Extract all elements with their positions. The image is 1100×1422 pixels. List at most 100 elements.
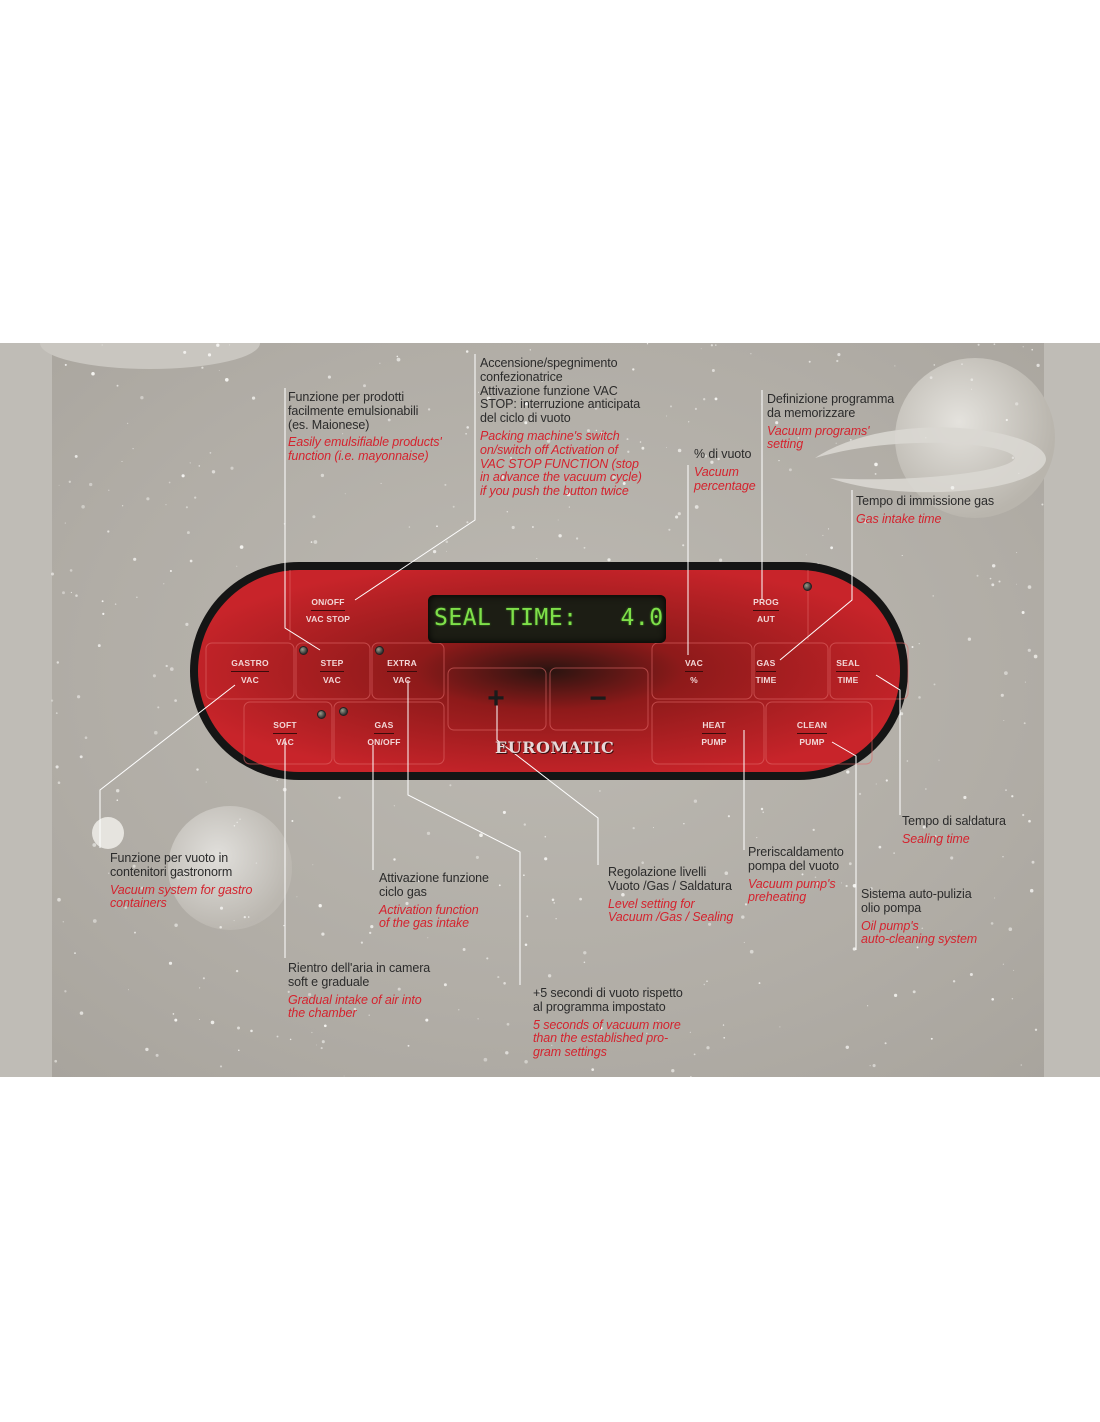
heat-pump-button[interactable]: HEAT PUMP: [682, 709, 746, 757]
star-dot: [812, 828, 815, 832]
gas-onoff-button[interactable]: GAS ON/OFF: [352, 709, 416, 757]
star-dot: [92, 919, 97, 923]
gastro-vac-button[interactable]: GASTRO VAC: [218, 647, 282, 695]
star-dot: [107, 530, 110, 533]
star-dot: [427, 408, 431, 411]
soft-vac-label: VAC: [276, 736, 294, 747]
star-dot: [1016, 583, 1017, 585]
star-dot: [950, 856, 954, 860]
vac-percent-button[interactable]: VAC %: [662, 647, 726, 695]
star-dot: [116, 384, 119, 387]
star-dot: [186, 531, 190, 535]
star-dot: [1011, 998, 1014, 1000]
star-dot: [714, 397, 718, 401]
annotation-italian-line: al programma impostato: [533, 999, 666, 1014]
star-dot: [607, 558, 611, 562]
star-dot: [477, 391, 480, 393]
clean-pump-button[interactable]: CLEAN PUMP: [780, 709, 844, 757]
star-dot: [922, 825, 926, 829]
star-dot: [465, 432, 467, 435]
star-dot: [81, 505, 85, 509]
star-dot: [311, 1031, 313, 1034]
star-dot: [1028, 819, 1031, 823]
seal-time-label: TIME: [837, 674, 859, 685]
star-dot: [750, 353, 752, 355]
onoff-button[interactable]: ON/OFF VAC STOP: [296, 586, 360, 634]
star-dot: [198, 465, 201, 467]
star-dot: [79, 755, 83, 759]
star-dot: [393, 805, 395, 807]
star-dot: [498, 884, 501, 887]
star-dot: [506, 1022, 510, 1026]
step-led: [299, 646, 308, 655]
star-dot: [338, 796, 341, 799]
annotation-italian-line: Attivazione funzione VAC: [480, 383, 618, 398]
star-dot: [575, 1034, 577, 1036]
annotation-english-line: Packing machine's switch: [480, 428, 620, 443]
aut-label: AUT: [756, 613, 776, 624]
star-dot: [930, 1037, 933, 1040]
extra-led: [375, 646, 384, 655]
star-dot: [393, 858, 396, 861]
star-dot: [165, 664, 168, 668]
star-dot: [682, 544, 685, 547]
annotation-italian-line: (es. Maionese): [288, 417, 370, 432]
star-dot: [706, 980, 708, 983]
star-dot: [852, 947, 856, 951]
star-dot: [342, 433, 344, 435]
extra-vac-button[interactable]: EXTRA VAC: [370, 647, 434, 695]
star-dot: [370, 925, 374, 929]
prog-button[interactable]: PROG AUT: [734, 586, 798, 634]
star-dot: [536, 558, 538, 559]
star-dot: [523, 823, 526, 826]
star-dot: [934, 835, 937, 838]
step-vac-button[interactable]: STEP VAC: [300, 647, 364, 695]
star-dot: [64, 522, 66, 524]
star-dot: [710, 460, 714, 464]
star-dot: [677, 448, 682, 453]
star-dot: [1024, 681, 1026, 683]
seal-time-button[interactable]: SEAL TIME: [816, 647, 880, 695]
annotation-english-line: Vacuum programs': [767, 423, 870, 438]
step-label: STEP: [320, 658, 344, 672]
star-dot: [526, 915, 529, 918]
gas-time-button[interactable]: GAS TIME: [734, 647, 798, 695]
star-dot: [758, 982, 761, 985]
annotation-english-line: preheating: [748, 890, 807, 905]
star-dot: [657, 1019, 659, 1022]
star-dot: [127, 989, 130, 991]
star-dot: [906, 760, 909, 762]
star-dot: [369, 931, 372, 935]
annotation-italian-line: Sistema auto-pulizia: [861, 887, 972, 901]
minus-key[interactable]: −: [589, 682, 607, 715]
star-dot: [1004, 671, 1008, 675]
star-dot: [502, 810, 506, 814]
star-dot: [56, 661, 60, 664]
star-dot: [396, 357, 401, 362]
star-dot: [677, 512, 681, 516]
soft-vac-button[interactable]: SOFT VAC: [253, 709, 317, 757]
illustration-background: [0, 343, 1100, 1077]
star-dot: [652, 827, 655, 829]
extra-vac-label: VAC: [393, 674, 411, 685]
star-dot: [211, 470, 216, 474]
star-dot: [168, 961, 173, 965]
star-dot: [700, 348, 702, 350]
star-dot: [626, 438, 629, 441]
star-dot: [775, 867, 778, 871]
annotation-italian-line: confezionatrice: [480, 369, 563, 384]
star-dot: [209, 452, 212, 454]
gastro-label: GASTRO: [231, 658, 269, 672]
star-dot: [463, 875, 466, 878]
star-dot: [756, 837, 758, 839]
star-dot: [904, 934, 906, 936]
star-dot: [291, 820, 294, 822]
star-dot: [559, 1005, 564, 1009]
soft-led: [317, 710, 326, 719]
star-dot: [235, 969, 239, 973]
star-dot: [669, 405, 673, 408]
plus-key[interactable]: +: [487, 682, 505, 715]
star-dot: [360, 941, 363, 944]
euromatic-logo: EUROMATIC: [495, 738, 615, 757]
star-dot: [426, 831, 431, 836]
